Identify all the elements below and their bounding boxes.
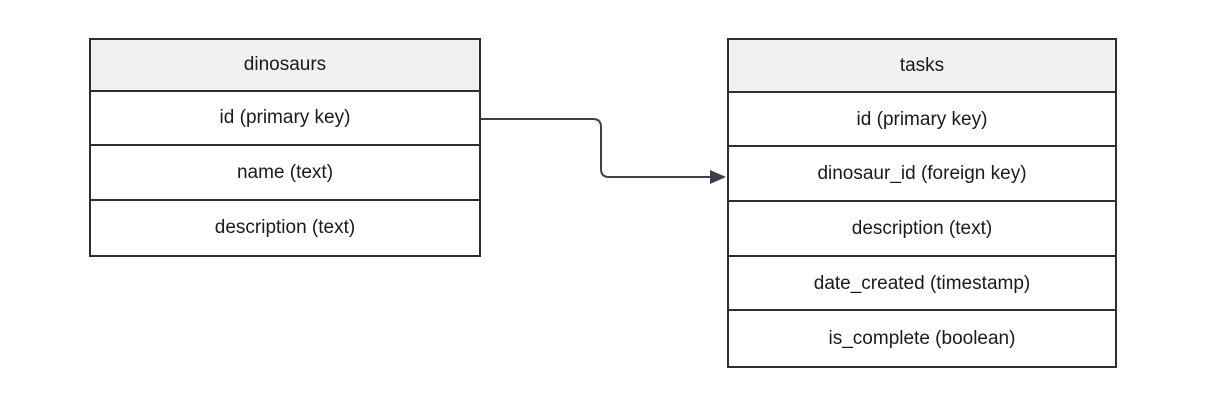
table-tasks-header[interactable]: tasks bbox=[729, 40, 1115, 93]
row-label: description (text) bbox=[214, 217, 356, 239]
row-label: id (primary key) bbox=[856, 108, 988, 130]
table-tasks-row-description[interactable]: description (text) bbox=[729, 202, 1115, 257]
table-tasks-row-is-complete[interactable]: is_complete (boolean) bbox=[729, 311, 1115, 367]
table-tasks[interactable]: tasks id (primary key) dinosaur_id (fore… bbox=[727, 38, 1117, 368]
row-label: dinosaur_id (foreign key) bbox=[817, 163, 1027, 185]
table-dinosaurs-row-name[interactable]: name (text) bbox=[91, 146, 479, 201]
table-tasks-row-dinosaur-id[interactable]: dinosaur_id (foreign key) bbox=[729, 147, 1115, 203]
row-label: name (text) bbox=[236, 161, 334, 183]
table-tasks-row-date-created[interactable]: date_created (timestamp) bbox=[729, 256, 1115, 312]
row-label: date_created (timestamp) bbox=[813, 272, 1031, 294]
row-label: description (text) bbox=[851, 217, 993, 239]
table-dinosaurs-header[interactable]: dinosaurs bbox=[91, 40, 479, 92]
table-dinosaurs-title: dinosaurs bbox=[243, 54, 327, 76]
table-tasks-title: tasks bbox=[899, 54, 945, 76]
connector-line[interactable] bbox=[481, 118, 711, 178]
table-dinosaurs-row-id[interactable]: id (primary key) bbox=[91, 91, 479, 147]
table-dinosaurs-row-description[interactable]: description (text) bbox=[91, 200, 479, 256]
row-label: id (primary key) bbox=[219, 107, 351, 129]
row-label: is_complete (boolean) bbox=[828, 328, 1016, 350]
table-tasks-row-id[interactable]: id (primary key) bbox=[729, 92, 1115, 148]
table-dinosaurs[interactable]: dinosaurs id (primary key) name (text) d… bbox=[89, 38, 481, 257]
connector-arrowhead-icon bbox=[710, 170, 726, 184]
